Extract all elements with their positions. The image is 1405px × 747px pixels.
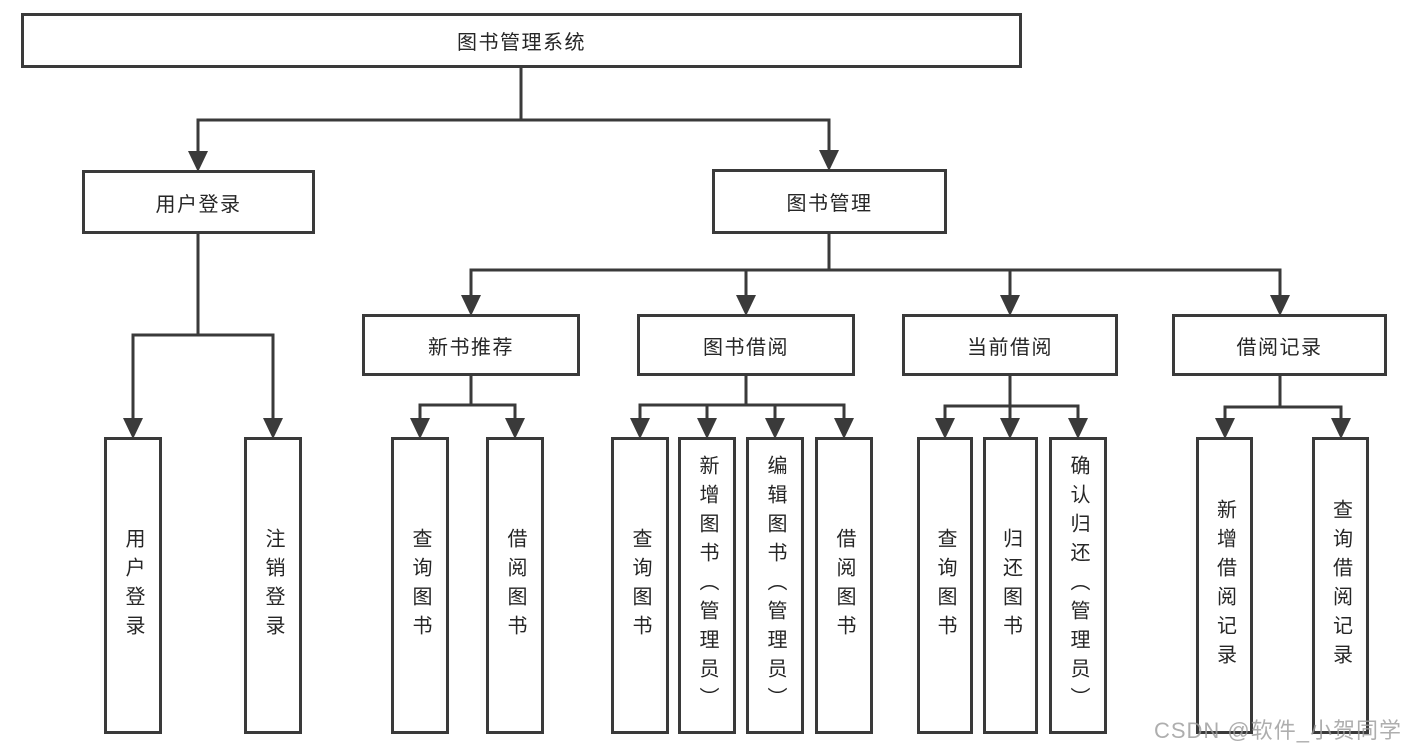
node-book-borrow: 图书借阅 <box>637 314 855 376</box>
node-borrow-books: 借阅图书 <box>815 437 873 734</box>
node-query-books-current: 查询图书 <box>917 437 973 734</box>
connector-book-borrow <box>638 376 846 420</box>
node-query-borrow-record: 查询借阅记录 <box>1312 437 1369 734</box>
node-new-book-recommend: 新书推荐 <box>362 314 580 376</box>
arrow-down-icon <box>630 418 650 439</box>
node-borrow-records: 借阅记录 <box>1172 314 1387 376</box>
node-root: 图书管理系统 <box>21 13 1022 68</box>
arrow-down-icon <box>1068 418 1088 439</box>
arrow-down-icon <box>736 295 756 316</box>
node-return-books: 归还图书 <box>983 437 1038 734</box>
node-query-books-recommend: 查询图书 <box>391 437 449 734</box>
node-user-login: 用户登录 <box>82 170 315 234</box>
node-confirm-return-admin: 确认归还（管理员） <box>1049 437 1107 734</box>
arrowheads-current-borrow <box>935 418 1088 439</box>
node-logout: 注销登录 <box>244 437 302 734</box>
node-add-borrow-record: 新增借阅记录 <box>1196 437 1253 734</box>
connector-new-book-recommend <box>418 376 517 420</box>
arrow-down-icon <box>697 418 717 439</box>
node-query-books-borrow: 查询图书 <box>611 437 669 734</box>
arrow-down-icon <box>188 151 208 172</box>
connector-borrow-records <box>1223 376 1343 420</box>
arrow-down-icon <box>461 295 481 316</box>
arrow-down-icon <box>410 418 430 439</box>
arrow-down-icon <box>1000 295 1020 316</box>
arrow-down-icon <box>1270 295 1290 316</box>
connector-user-login <box>131 234 275 420</box>
node-login: 用户登录 <box>104 437 162 734</box>
arrowheads-new-book-recommend <box>410 418 525 439</box>
arrowheads-user-login <box>123 418 283 439</box>
node-current-borrow: 当前借阅 <box>902 314 1118 376</box>
node-edit-books-admin: 编辑图书（管理员） <box>746 437 804 734</box>
arrow-down-icon <box>505 418 525 439</box>
connector-root-to-level2 <box>196 68 831 152</box>
arrow-down-icon <box>123 418 143 439</box>
connector-current-borrow <box>943 376 1080 420</box>
arrow-down-icon <box>1331 418 1351 439</box>
arrow-down-icon <box>834 418 854 439</box>
node-add-books-admin: 新增图书（管理员） <box>678 437 736 734</box>
watermark: CSDN @软件_小贺同学 <box>1153 718 1402 743</box>
node-book-management: 图书管理 <box>712 169 947 234</box>
node-borrow-books-recommend: 借阅图书 <box>486 437 544 734</box>
arrow-down-icon <box>1215 418 1235 439</box>
connector-book-management <box>469 234 1282 297</box>
arrow-down-icon <box>935 418 955 439</box>
arrow-down-icon <box>819 150 839 171</box>
arrow-down-icon <box>1000 418 1020 439</box>
arrowheads-book-borrow <box>630 418 854 439</box>
arrow-down-icon <box>263 418 283 439</box>
arrowheads-level3 <box>461 295 1290 316</box>
arrowheads-borrow-records <box>1215 418 1351 439</box>
arrow-down-icon <box>765 418 785 439</box>
